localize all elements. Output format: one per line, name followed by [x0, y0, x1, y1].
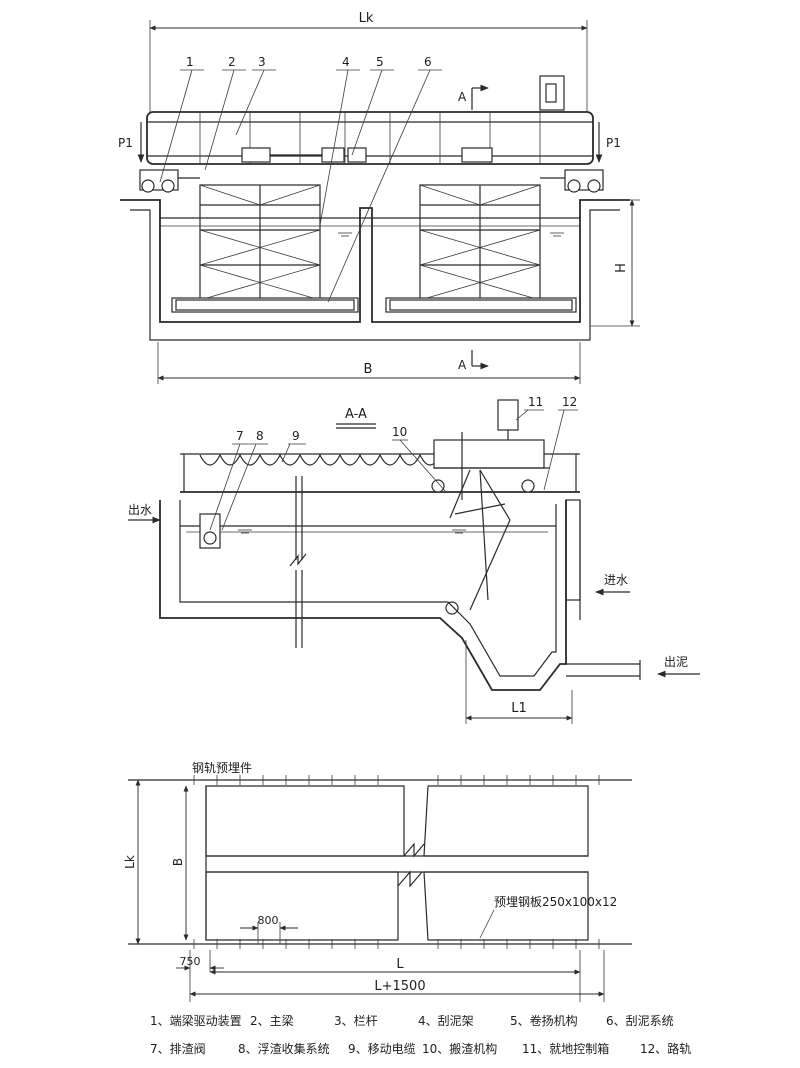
callout-6: 6: [424, 55, 432, 69]
legend-item: 4、刮泥架: [418, 1014, 474, 1028]
dim-b: B: [157, 342, 581, 384]
callout-8: 8: [256, 429, 264, 443]
load-p1-left: P1: [118, 122, 145, 163]
callouts-section: 7 8 9 10 11 12: [209, 395, 578, 531]
svg-text:P1: P1: [118, 136, 133, 150]
dim-lk-plan: Lk: [123, 779, 141, 945]
callout-3: 3: [258, 55, 266, 69]
callout-2: 2: [228, 55, 236, 69]
load-p1-right: P1: [595, 122, 621, 163]
legend: 1、端梁驱动装置 2、主梁 3、栏杆 4、刮泥架 5、卷扬机构 6、刮泥系统 7…: [0, 1012, 800, 1068]
elevation-view: Lk A: [118, 11, 640, 384]
callout-1: 1: [186, 55, 194, 69]
callouts-top: 1 2 3 4 5 6: [159, 55, 442, 303]
svg-text:L1: L1: [511, 701, 527, 716]
section-a-bottom: A: [458, 358, 467, 372]
tank-section: [159, 476, 641, 691]
section-title: A-A: [345, 407, 367, 422]
dim-lk-label: Lk: [359, 11, 374, 26]
dim-800: 800: [240, 914, 298, 944]
legend-item: 11、就地控制箱: [522, 1042, 610, 1056]
callout-11: 11: [528, 395, 543, 409]
skimming-mechanism: [445, 432, 511, 615]
callout-5: 5: [376, 55, 384, 69]
svg-text:出水: 出水: [128, 503, 152, 517]
tank-elevation: [120, 199, 630, 341]
flow-outlet-sludge: 出泥: [657, 655, 700, 678]
moving-cable: [199, 453, 461, 466]
legend-item: 3、栏杆: [334, 1014, 378, 1028]
legend-item: 9、移动电缆: [348, 1042, 416, 1056]
svg-text:出泥: 出泥: [664, 655, 688, 669]
callout-7: 7: [236, 429, 244, 443]
dim-h: H: [590, 199, 640, 327]
rail-embed-label: 钢轨预埋件: [192, 761, 252, 775]
end-beams: [139, 169, 604, 193]
legend-item: 2、主梁: [250, 1014, 294, 1028]
dim-l1: L1: [465, 640, 573, 724]
tank-plan: [205, 785, 589, 941]
legend-item: 8、浮渣收集系统: [238, 1042, 330, 1056]
local-control-box: [497, 399, 519, 431]
dim-b-label: B: [364, 362, 373, 377]
legend-item: 10、搬渣机构: [422, 1042, 498, 1056]
carriage: [433, 439, 545, 469]
plan-view: 钢轨预埋件: [123, 761, 632, 1002]
section-a-top: A: [458, 90, 467, 104]
plate-label: 预埋钢板250x100x12: [494, 895, 617, 909]
callout-10: 10: [392, 425, 407, 439]
scraper-frame-right: [385, 184, 577, 313]
section-view: A-A: [128, 395, 700, 724]
dim-h-label: H: [614, 263, 629, 273]
dim-l1500: L+1500: [189, 950, 605, 1002]
svg-text:750: 750: [180, 955, 201, 968]
legend-item: 1、端梁驱动装置: [150, 1014, 242, 1028]
callout-4: 4: [342, 55, 350, 69]
section-mark-bottom: A: [458, 350, 489, 372]
callout-9: 9: [292, 429, 300, 443]
svg-text:L: L: [396, 957, 404, 972]
svg-text:L+1500: L+1500: [374, 979, 425, 994]
flow-outlet-water: 出水: [128, 503, 161, 524]
legend-item: 6、刮泥系统: [606, 1014, 674, 1028]
svg-text:Lk: Lk: [123, 855, 137, 869]
dim-b-plan: B: [171, 785, 189, 941]
dim-lk-top: Lk: [149, 11, 588, 112]
legend-item: 12、路轨: [640, 1042, 692, 1056]
embed-marks: [193, 775, 600, 949]
legend-row-2: 7、排渣阀 8、浮渣收集系统 9、移动电缆 10、搬渣机构 11、就地控制箱 1…: [0, 1040, 800, 1062]
control-box: [539, 75, 565, 111]
scraper-frame-left: [171, 184, 359, 313]
svg-text:800: 800: [258, 914, 279, 927]
svg-text:B: B: [171, 858, 185, 866]
callout-12: 12: [562, 395, 577, 409]
section-mark-top: A: [458, 84, 489, 110]
legend-item: 7、排渣阀: [150, 1042, 206, 1056]
legend-item: 5、卷扬机构: [510, 1014, 578, 1028]
flow-inlet-water: 进水: [595, 573, 630, 596]
svg-text:进水: 进水: [604, 573, 628, 587]
svg-text:P1: P1: [606, 136, 621, 150]
legend-row-1: 1、端梁驱动装置 2、主梁 3、栏杆 4、刮泥架 5、卷扬机构 6、刮泥系统: [0, 1012, 800, 1034]
